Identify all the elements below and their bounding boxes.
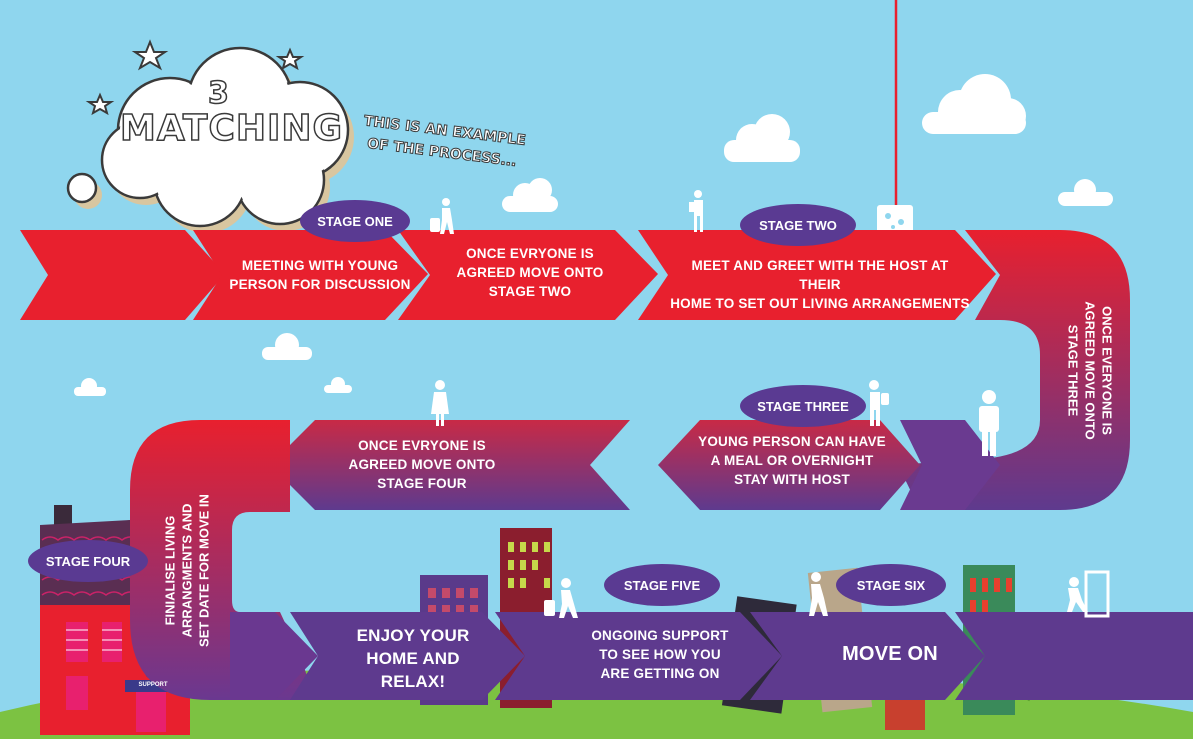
step-agreed-three-line-1: ONCE EVERYONE IS	[1099, 306, 1115, 435]
step-agreed-three-line-3: STAGE THREE	[1065, 324, 1081, 417]
step-agreed-three: ONCE EVERYONE IS AGREED MOVE ONTO STAGE …	[1065, 271, 1116, 471]
stage-number: 3	[207, 75, 229, 112]
row2-arrow-left	[270, 420, 630, 510]
row1-arrows	[20, 230, 996, 320]
people-icons	[430, 190, 1110, 618]
step-enjoy-line-1: ENJOY YOUR	[356, 626, 470, 645]
stage-one-badge: STAGE ONE	[300, 200, 410, 242]
step-meet-greet: MEET AND GREET WITH THE HOST AT THEIR HO…	[670, 256, 970, 313]
sky-clouds	[74, 74, 1113, 396]
step-finalise-line-2: ARRANGMENTS AND	[179, 503, 195, 638]
step-meet-greet-line-1: MEET AND GREET WITH THE HOST AT THEIR	[691, 258, 949, 292]
page-title: MATCHING	[119, 107, 344, 150]
step-move-on: MOVE ON	[842, 643, 938, 665]
step-meal-line-2: A MEAL OR OVERNIGHT	[710, 453, 874, 468]
step-finalise: FINIALISE LIVING ARRANGMENTS AND SET DAT…	[162, 471, 213, 671]
step-support-line-2: TO SEE HOW YOU	[599, 647, 721, 662]
step-support: ONGOING SUPPORT TO SEE HOW YOU ARE GETTI…	[570, 626, 750, 683]
step-enjoy-line-2: HOME AND	[366, 649, 460, 668]
stage-three-badge: STAGE THREE	[740, 385, 866, 427]
step-agreed-four-line-2: AGREED MOVE ONTO	[348, 457, 496, 472]
step-finalise-line-3: SET DATE FOR MOVE IN	[196, 494, 212, 647]
building-sign: SUPPORT	[138, 682, 168, 688]
step-agreed-two-line-3: STAGE TWO	[488, 284, 572, 299]
step-agreed-two: ONCE EVRYONE IS AGREED MOVE ONTO STAGE T…	[430, 244, 630, 301]
stage-six-badge: STAGE SIX	[836, 564, 946, 606]
step-support-line-3: ARE GETTING ON	[600, 666, 720, 681]
step-agreed-four-line-3: STAGE FOUR	[377, 476, 467, 491]
stage-two-badge: STAGE TWO	[740, 204, 856, 246]
step-agreed-four: ONCE EVRYONE IS AGREED MOVE ONTO STAGE F…	[322, 436, 522, 493]
row2-arrow-right	[658, 420, 920, 510]
moving-box	[877, 205, 913, 233]
step-meeting: MEETING WITH YOUNG PERSON FOR DISCUSSION	[225, 256, 415, 294]
step-meeting-line-2: PERSON FOR DISCUSSION	[229, 277, 411, 292]
stars	[85, 39, 305, 116]
stage-four-badge: STAGE FOUR	[28, 540, 148, 582]
step-agreed-two-line-2: AGREED MOVE ONTO	[456, 265, 604, 280]
step-meeting-line-1: MEETING WITH YOUNG	[241, 258, 399, 273]
thought-cloud	[66, 46, 354, 233]
step-meal-line-3: STAY WITH HOST	[734, 472, 850, 487]
step-meal-line-1: YOUNG PERSON CAN HAVE	[698, 434, 886, 449]
stage-five-badge: STAGE FIVE	[604, 564, 720, 606]
step-agreed-four-line-1: ONCE EVRYONE IS	[358, 438, 486, 453]
step-support-line-1: ONGOING SUPPORT	[591, 628, 729, 643]
step-agreed-two-line-1: ONCE EVRYONE IS	[466, 246, 594, 261]
step-agreed-three-line-2: AGREED MOVE ONTO	[1082, 301, 1098, 440]
step-meet-greet-line-2: HOME TO SET OUT LIVING ARRANGEMENTS	[670, 296, 970, 311]
row3-arrows	[290, 612, 1193, 700]
step-enjoy: ENJOY YOUR HOME AND RELAX!	[328, 624, 498, 693]
right-bend-arrow	[898, 230, 1130, 510]
step-enjoy-line-3: RELAX!	[380, 672, 446, 691]
step-meal: YOUNG PERSON CAN HAVE A MEAL OR OVERNIGH…	[692, 432, 892, 489]
step-finalise-line-1: FINIALISE LIVING	[162, 515, 178, 626]
